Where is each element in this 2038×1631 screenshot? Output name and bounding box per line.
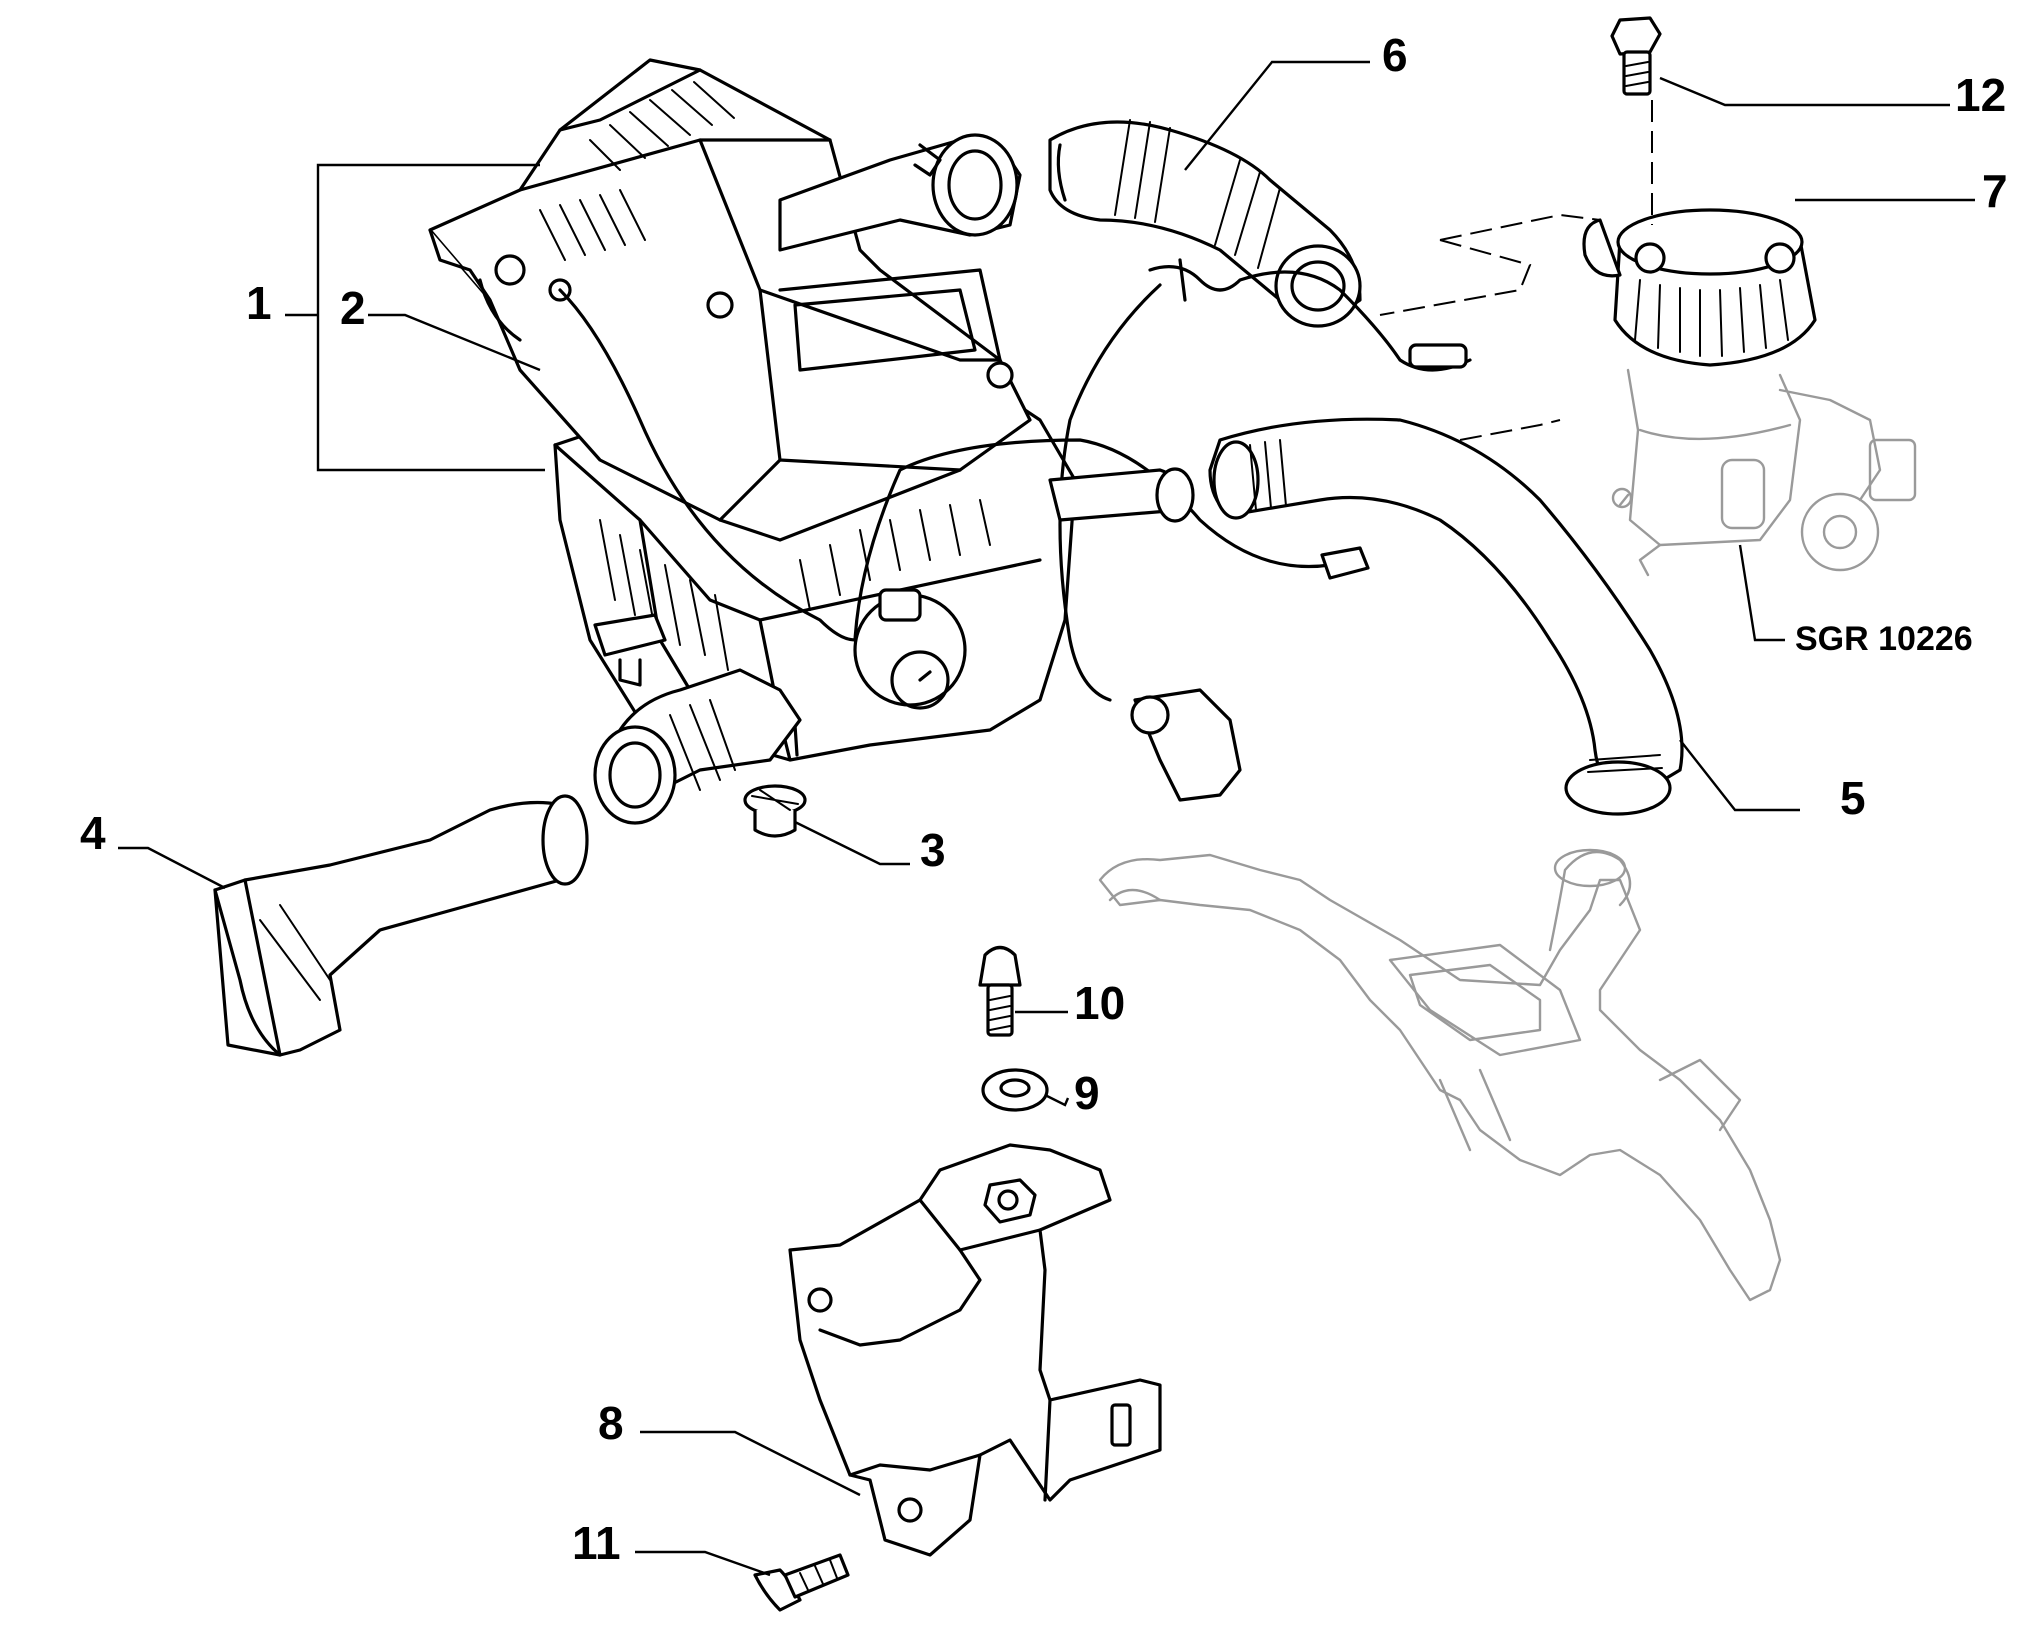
throttle-body-reference-outline [1611,368,1917,577]
callout-2: 2 [340,282,366,334]
alignment-line [1379,213,1601,316]
bracket-part-8 [788,1143,1162,1557]
washer-part-9 [981,1068,1049,1112]
air-filter-housing [428,58,1370,825]
bolt-part-11 [753,1553,850,1612]
callout-5: 5 [1840,772,1866,824]
callout-3: 3 [920,824,946,876]
intake-hose-upper [1048,119,1362,328]
callout-1: 1 [246,277,272,329]
reference-code-label: SGR 10226 [1795,620,1973,658]
callout-8: 8 [598,1397,624,1449]
callout-12: 12 [1955,69,2007,121]
intake-duct-part-4 [213,794,589,1057]
intake-manifold-reference-outline [1098,848,1782,1302]
callout-9: 9 [1074,1067,1100,1119]
leader-lines [118,60,1975,1577]
valve-cap-part-7 [1582,208,1817,367]
callout-11: 11 [572,1517,621,1569]
grommet-part-3 [743,784,807,838]
bolt-part-10 [978,945,1022,1037]
callout-6: 6 [1382,29,1408,81]
callout-10: 10 [1074,977,1126,1029]
alignment-line [1459,419,1561,441]
intake-hose-lower [1048,258,1684,816]
callout-7: 7 [1982,165,2008,217]
callout-4: 4 [80,807,106,859]
bolt-part-12 [1610,16,1662,225]
